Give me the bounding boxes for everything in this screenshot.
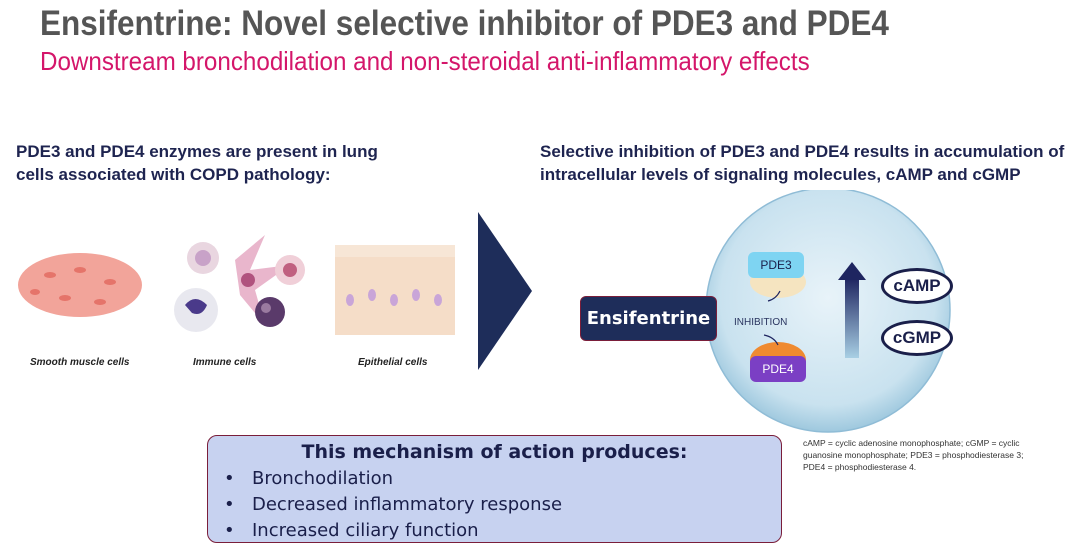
- mechanism-item: Bronchodilation: [224, 466, 781, 492]
- caption-smooth-muscle: Smooth muscle cells: [30, 357, 130, 368]
- lung-cells-illustration: [18, 235, 455, 335]
- pde3-label: PDE3: [748, 252, 804, 278]
- right-heading: Selective inhibition of PDE3 and PDE4 re…: [540, 142, 1065, 184]
- mechanism-item: Increased ciliary function: [224, 518, 781, 544]
- mechanism-box: This mechanism of action produces: Bronc…: [207, 435, 782, 544]
- camp-badge: cAMP: [881, 268, 953, 304]
- epithelial-cells-icon: [335, 245, 455, 335]
- immune-cells-icon: [174, 235, 305, 332]
- slide-subtitle: Downstream bronchodilation and non-stero…: [40, 46, 810, 76]
- increase-arrow-icon: [845, 278, 859, 358]
- smooth-muscle-cells-icon: [18, 253, 142, 317]
- caption-epithelial: Epithelial cells: [358, 357, 428, 368]
- footnote: cAMP = cyclic adenosine monophosphate; c…: [803, 438, 1024, 472]
- cgmp-badge: cGMP: [881, 320, 953, 356]
- mechanism-heading: This mechanism of action produces:: [301, 441, 688, 463]
- arrow-right-icon: [478, 212, 532, 370]
- cell-diagram: [705, 190, 951, 433]
- caption-immune: Immune cells: [193, 357, 257, 368]
- left-heading: PDE3 and PDE4 enzymes are present in lun…: [16, 142, 378, 184]
- pde4-label: PDE4: [750, 356, 806, 382]
- slide-title: Ensifentrine: Novel selective inhibitor …: [40, 4, 889, 43]
- mechanism-item: Decreased inflammatory response: [224, 492, 781, 518]
- inhibition-label: INHIBITION: [734, 317, 788, 328]
- ensifentrine-label: Ensifentrine: [580, 296, 717, 341]
